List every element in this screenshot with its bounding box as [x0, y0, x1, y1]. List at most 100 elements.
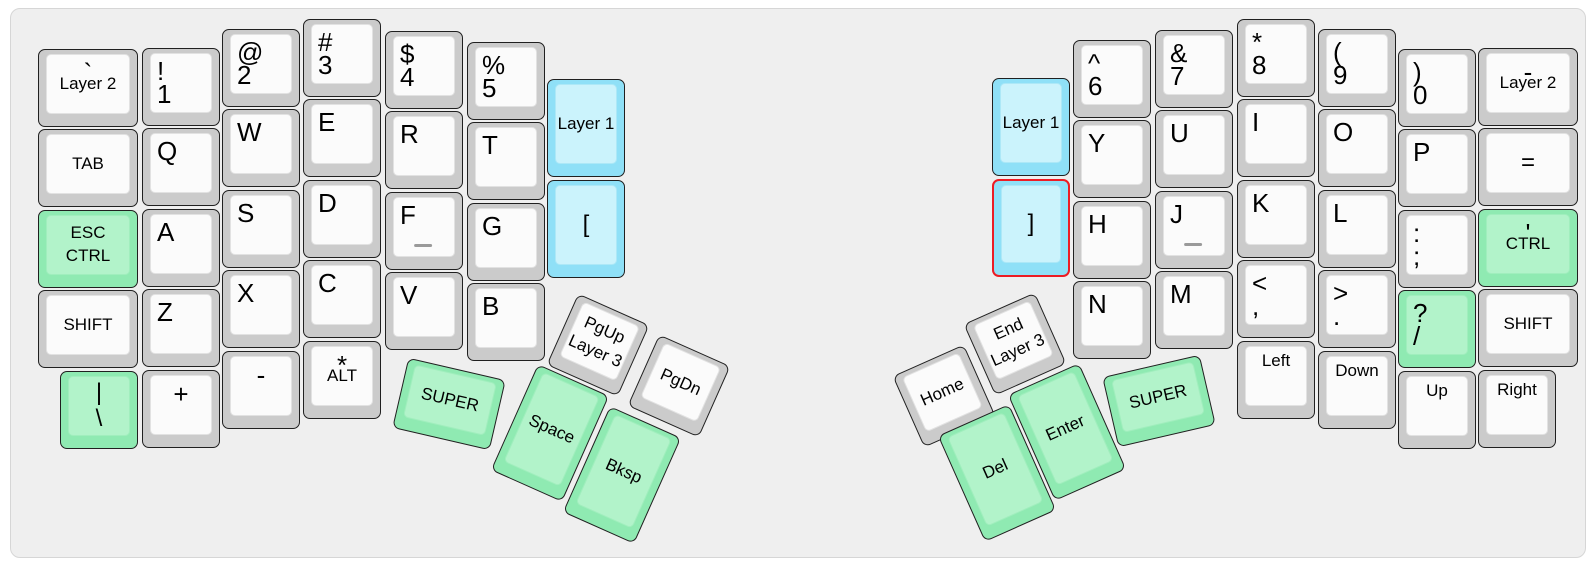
- key-layer2-left[interactable]: `Layer 2: [38, 49, 138, 127]
- keytop-shift-right: SHIFT: [1486, 294, 1570, 354]
- keytop-num7: &7: [1163, 35, 1225, 95]
- key-l[interactable]: L: [1318, 190, 1396, 268]
- key-num9[interactable]: (9: [1318, 29, 1396, 107]
- keytop-semicolon: :;: [1406, 215, 1468, 275]
- key-i[interactable]: I: [1237, 99, 1315, 177]
- key-arrow-right[interactable]: Right: [1478, 370, 1556, 448]
- keytop-minus-layer2: -Layer 2: [1486, 53, 1570, 113]
- key-arrow-down[interactable]: Down: [1318, 351, 1396, 429]
- key-legend: H: [1088, 209, 1107, 239]
- key-shift-left[interactable]: SHIFT: [38, 290, 138, 368]
- key-legend: @: [237, 37, 264, 67]
- keytop-num4: $4: [393, 36, 455, 96]
- key-k[interactable]: K: [1237, 180, 1315, 258]
- key-w[interactable]: W: [222, 109, 300, 187]
- keytop-k: K: [1245, 185, 1307, 245]
- key-arrow-left[interactable]: Left: [1237, 341, 1315, 419]
- keytop-num2: @2: [230, 34, 292, 94]
- key-s[interactable]: S: [222, 190, 300, 268]
- key-u[interactable]: U: [1155, 110, 1233, 188]
- key-legend: E: [318, 107, 336, 137]
- key-j[interactable]: J: [1155, 191, 1233, 269]
- key-num8[interactable]: *8: [1237, 19, 1315, 97]
- key-period[interactable]: >.: [1318, 270, 1396, 348]
- key-super-left[interactable]: SUPER: [392, 357, 506, 451]
- key-c[interactable]: C: [303, 260, 381, 338]
- key-t[interactable]: T: [467, 122, 545, 200]
- key-b[interactable]: B: [467, 283, 545, 361]
- keytop-plus: +: [150, 375, 212, 435]
- key-legend: %: [482, 50, 506, 80]
- key-rbracket[interactable]: ]: [992, 179, 1070, 277]
- key-legend: ESC: [70, 223, 106, 243]
- key-num2[interactable]: @2: [222, 29, 300, 107]
- key-super-right[interactable]: SUPER: [1102, 354, 1216, 448]
- key-r[interactable]: R: [385, 111, 463, 189]
- key-num1[interactable]: !1: [142, 48, 220, 126]
- key-o[interactable]: O: [1318, 109, 1396, 187]
- key-d[interactable]: D: [303, 180, 381, 258]
- key-comma[interactable]: <,: [1237, 260, 1315, 338]
- key-plus[interactable]: +: [142, 370, 220, 448]
- key-minus-layer2[interactable]: -Layer 2: [1478, 48, 1578, 126]
- keytop-layer1-left: Layer 1: [555, 84, 617, 164]
- key-legend: ?: [1413, 298, 1428, 328]
- key-shift-right[interactable]: SHIFT: [1478, 289, 1578, 367]
- key-x[interactable]: X: [222, 270, 300, 348]
- key-semicolon[interactable]: :;: [1398, 210, 1476, 288]
- key-arrow-up[interactable]: Up: [1398, 371, 1476, 449]
- key-legend: 1: [157, 79, 172, 109]
- key-n[interactable]: N: [1073, 281, 1151, 359]
- key-legend: ,: [1252, 291, 1260, 321]
- key-e[interactable]: E: [303, 99, 381, 177]
- key-num3[interactable]: #3: [303, 19, 381, 97]
- key-legend: [: [582, 210, 590, 238]
- keytop-period: >.: [1326, 275, 1388, 335]
- key-center-legend: SHIFT: [47, 296, 129, 354]
- key-v[interactable]: V: [385, 272, 463, 350]
- key-tab[interactable]: TAB: [38, 129, 138, 207]
- key-f[interactable]: F: [385, 192, 463, 270]
- keytop-u: U: [1163, 115, 1225, 175]
- keytop-j: J: [1163, 196, 1225, 256]
- key-legend: 3: [318, 50, 333, 80]
- key-num5[interactable]: %5: [467, 42, 545, 120]
- key-num0[interactable]: )0: [1398, 49, 1476, 127]
- key-h[interactable]: H: [1073, 201, 1151, 279]
- key-equals[interactable]: =: [1478, 128, 1578, 206]
- key-legend: CTRL: [65, 246, 111, 265]
- key-layer1-left[interactable]: Layer 1: [547, 79, 625, 177]
- keytop-c: C: [311, 265, 373, 325]
- key-quote-ctrl[interactable]: 'CTRL: [1478, 209, 1578, 287]
- key-center-legend: Layer 2: [47, 55, 129, 113]
- key-q[interactable]: Q: [142, 128, 220, 206]
- keytop-d: D: [311, 185, 373, 245]
- keytop-s: S: [230, 195, 292, 255]
- keytop-equals: =: [1486, 133, 1570, 193]
- key-m[interactable]: M: [1155, 271, 1233, 349]
- key-a[interactable]: A: [142, 209, 220, 287]
- key-legend: Layer 2: [59, 73, 117, 93]
- key-minus[interactable]: -: [222, 351, 300, 429]
- key-p[interactable]: P: [1398, 129, 1476, 207]
- key-lbracket[interactable]: [: [547, 180, 625, 278]
- key-legend: N: [1088, 289, 1107, 319]
- key-num7[interactable]: &7: [1155, 30, 1233, 108]
- key-layer1-right[interactable]: Layer 1: [992, 78, 1070, 176]
- key-esc-ctrl[interactable]: ESC CTRL: [38, 210, 138, 288]
- key-pipe-backslash[interactable]: |\: [60, 371, 138, 449]
- key-question-slash[interactable]: ?/: [1398, 290, 1476, 368]
- keytop-tab: TAB: [46, 134, 130, 194]
- key-star-alt[interactable]: *ALT: [303, 341, 381, 419]
- key-center-legend: CTRL: [1487, 215, 1569, 273]
- key-legend: M: [1170, 279, 1192, 309]
- key-num4[interactable]: $4: [385, 31, 463, 109]
- key-z[interactable]: Z: [142, 289, 220, 367]
- key-g[interactable]: G: [467, 203, 545, 281]
- key-center-legend: SUPER: [404, 366, 496, 435]
- key-legend: C: [318, 268, 337, 298]
- key-legend: Z: [157, 297, 173, 327]
- key-num6[interactable]: ^6: [1073, 40, 1151, 118]
- key-y[interactable]: Y: [1073, 120, 1151, 198]
